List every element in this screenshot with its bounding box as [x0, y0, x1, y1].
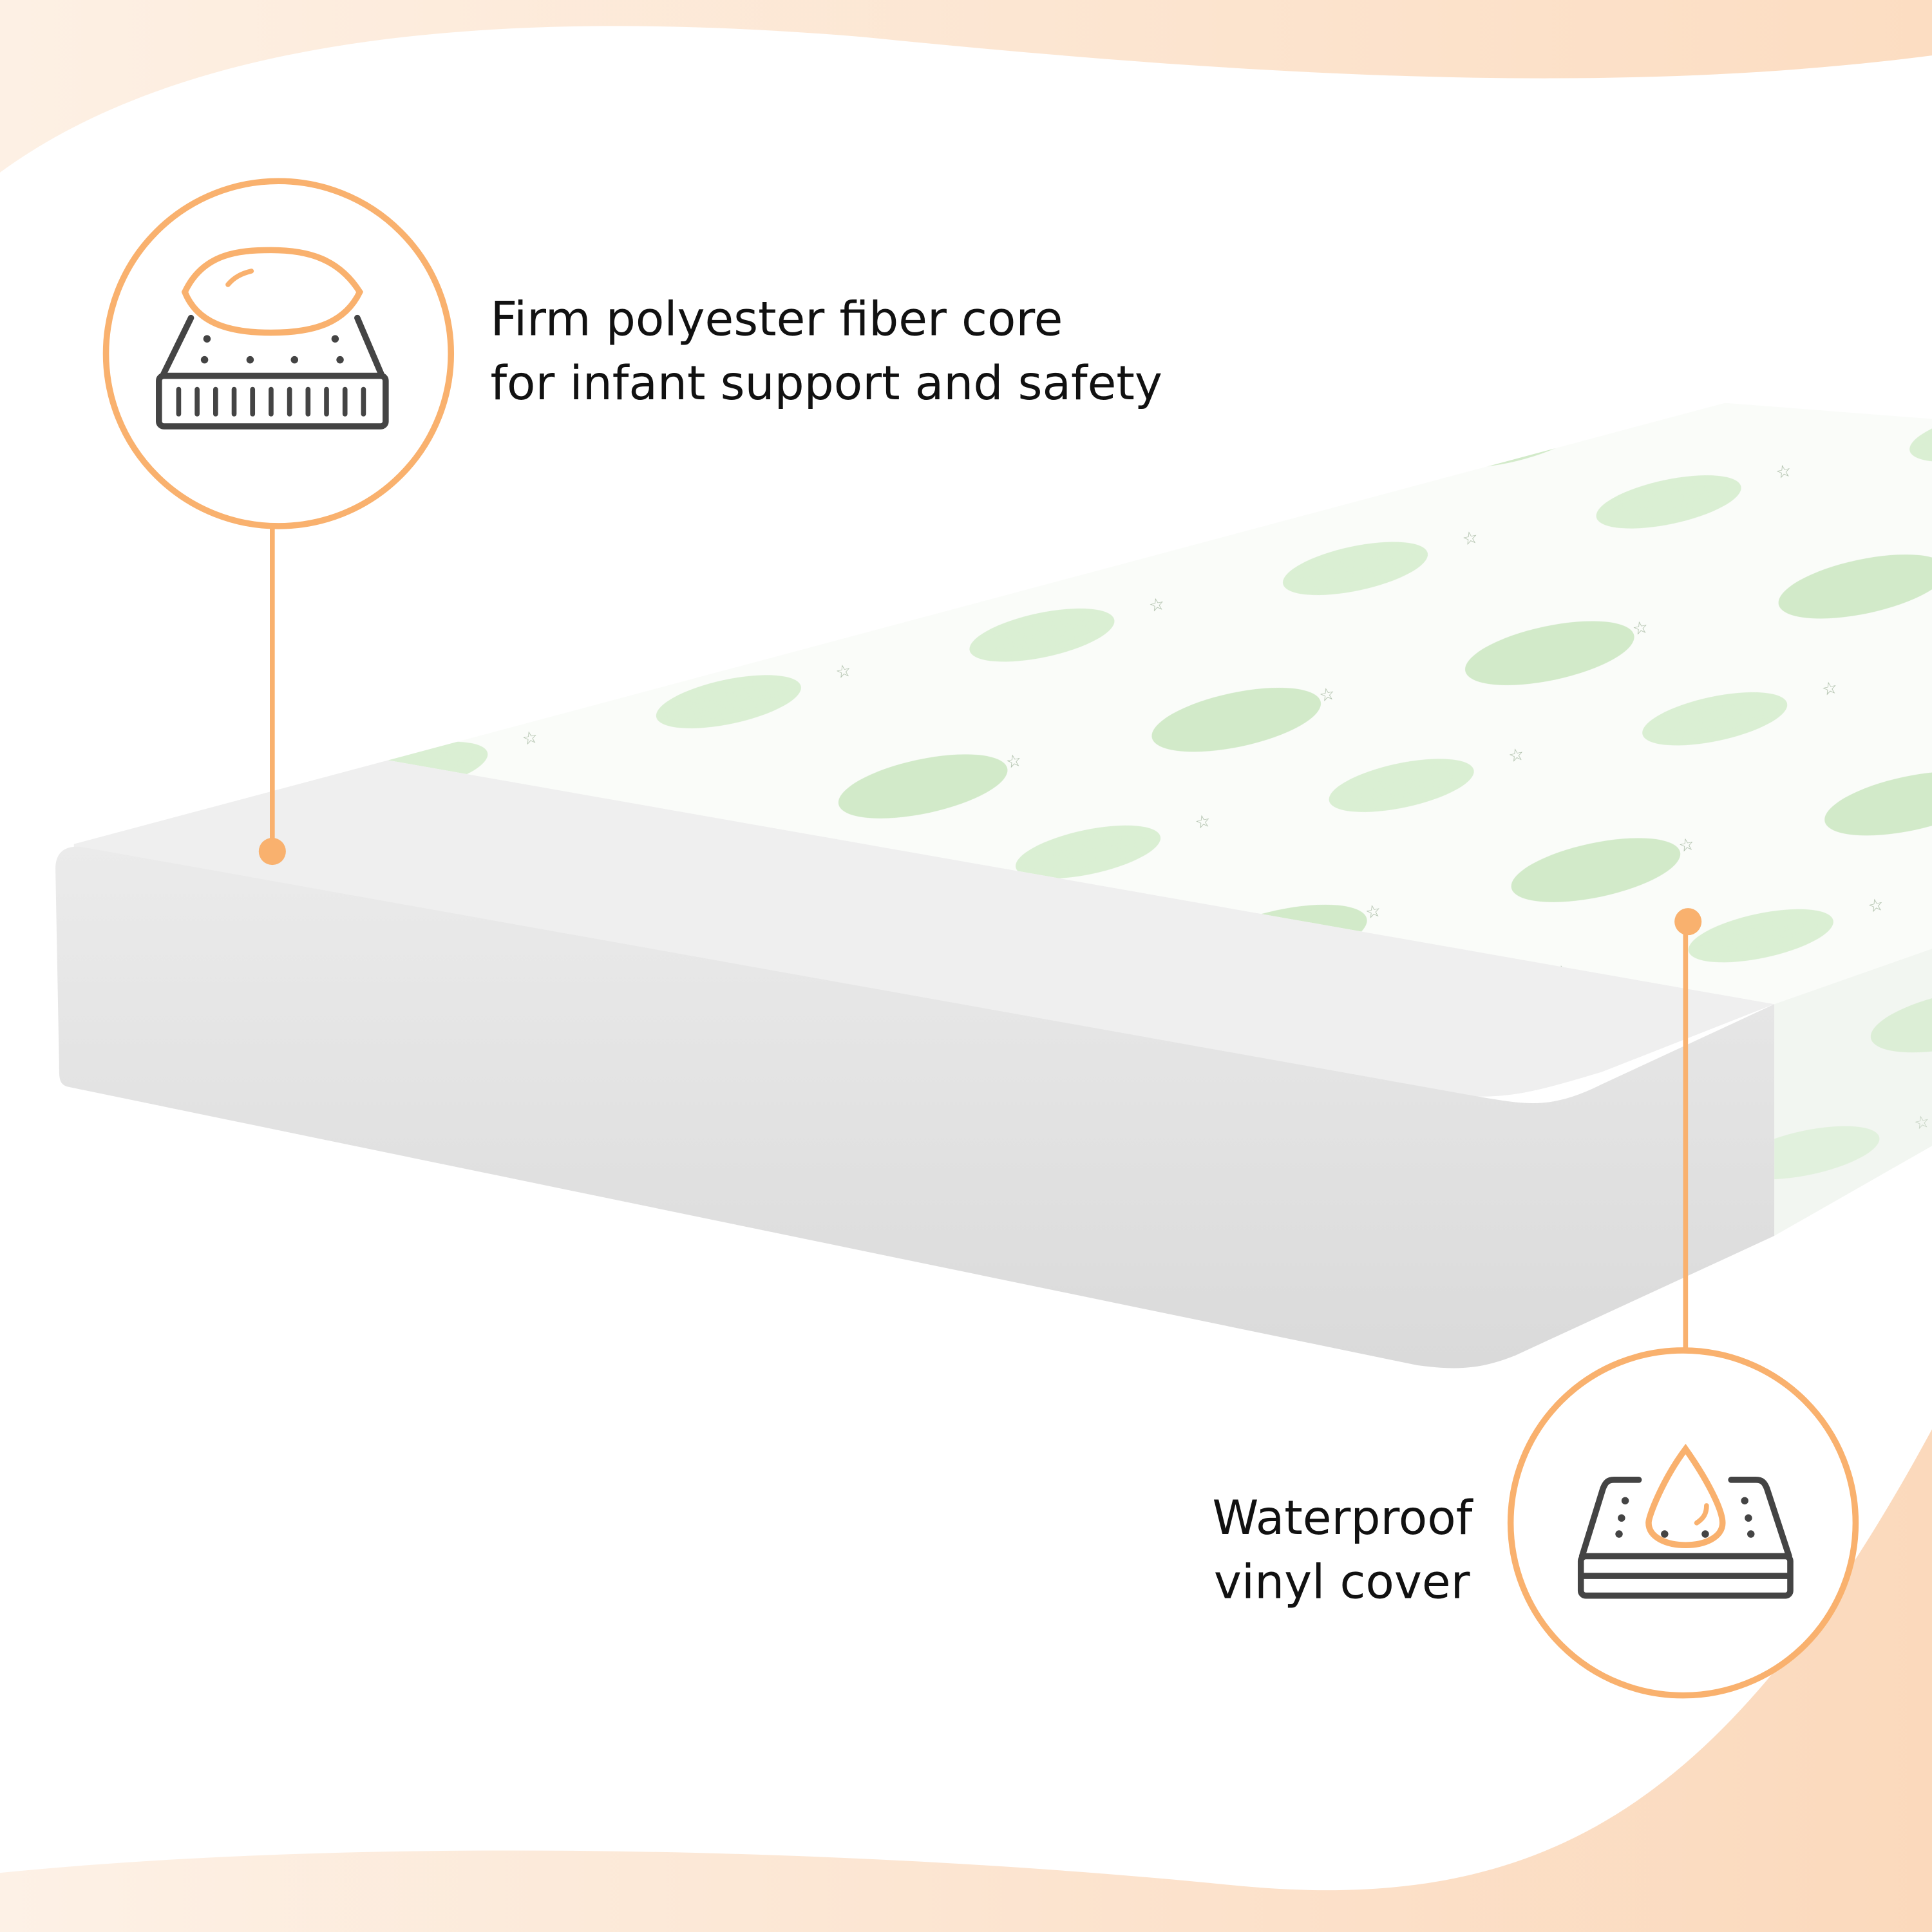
foam-top — [73, 760, 1775, 1097]
feature-core-line-1: Firm polyester fiber core — [490, 292, 1063, 346]
feature-cover-line-2: vinyl cover — [1214, 1556, 1470, 1610]
feature-core-line-2: for infant support and safety — [490, 357, 1162, 411]
mattress-image — [55, 402, 1932, 1368]
callout-dot — [258, 838, 286, 866]
feature-core: Firm polyester fiber core for infant sup… — [102, 178, 1162, 866]
mattress-pillow-icon — [156, 247, 389, 430]
callout-dot — [1674, 908, 1702, 936]
feature-cover: Waterproof vinyl cover — [1213, 908, 1859, 1699]
feature-circle — [1507, 1347, 1859, 1699]
waterproof-mattress-icon — [1577, 1443, 1794, 1599]
background-wave-bottom — [0, 1429, 1932, 1932]
feature-cover-line-1: Waterproof — [1213, 1492, 1473, 1546]
feature-circle — [102, 178, 455, 529]
background-wave-top — [0, 0, 1932, 173]
foam-front — [55, 846, 1775, 1368]
